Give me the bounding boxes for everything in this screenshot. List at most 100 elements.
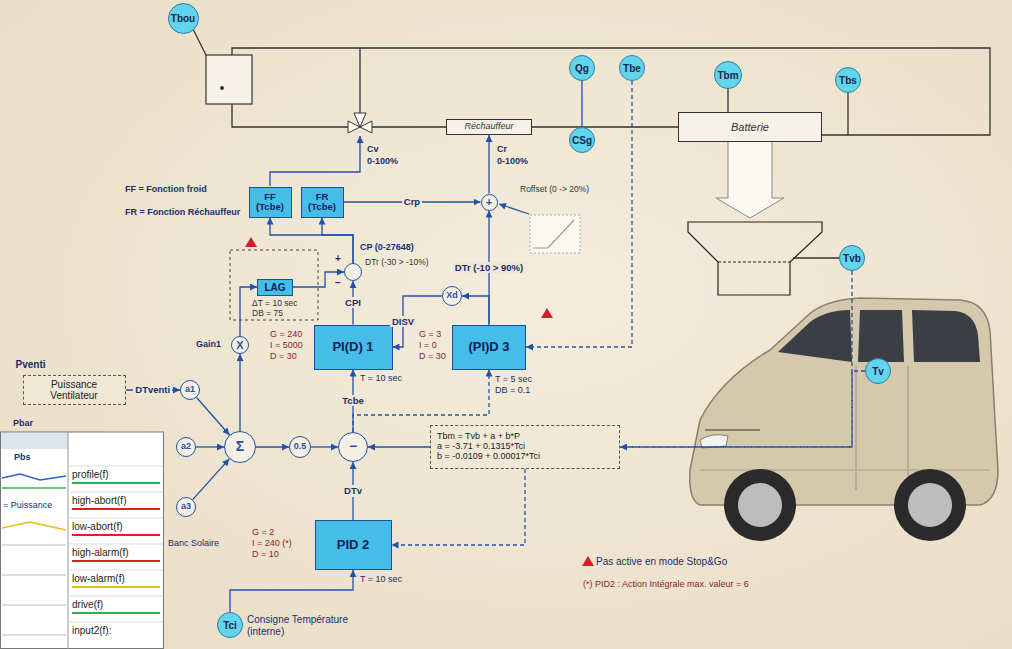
legend-line-sample: [72, 482, 160, 484]
legend-text: low-abort(f): [72, 521, 123, 533]
signal-connector: [526, 81, 632, 347]
multiplier-circle: Xd: [442, 286, 462, 306]
airflow-arrow: [716, 142, 784, 218]
node-text: FF (Tcbe): [253, 192, 287, 213]
sensor-circle: Tbe: [619, 55, 645, 81]
monitoring-panel: [1, 433, 68, 449]
signal-connector: [368, 446, 430, 447]
car-illustration: [700, 435, 728, 448]
signal-label: DISV: [390, 316, 416, 327]
function-box: FF (Tcbe): [249, 187, 292, 218]
heater-box: Réchauffeur: [446, 119, 532, 135]
annotation: (*) PID2 : Action Intégrale max. valeur …: [583, 579, 749, 589]
node-text: Tv: [872, 366, 884, 377]
node-text: a1: [185, 385, 195, 395]
sensor-circle: Tv: [865, 358, 891, 384]
node-text: a = -3.71 + 0.1315*Tci: [437, 442, 525, 452]
controller-box: PID 2: [315, 520, 392, 570]
annotation: Roffset (0 -> 20%): [520, 185, 589, 195]
annotation: D = 10: [252, 549, 279, 559]
node-text: Réchauffeur: [464, 122, 513, 132]
legend-item: Pas active en mode Stop&Go: [596, 556, 727, 568]
signal-connector: [270, 218, 353, 264]
annotation: DTr (-30 > -10%): [365, 258, 429, 268]
lag-bypass-frame: [230, 250, 318, 320]
annotation: D = 30: [270, 351, 297, 361]
offset-graph: [530, 215, 580, 253]
node-text: −: [349, 439, 357, 454]
valve-command-line: [270, 136, 360, 186]
node-text: Tbou: [171, 13, 195, 24]
signal-connector: [239, 354, 240, 431]
signal-connector: [193, 459, 230, 500]
car-illustration: [894, 469, 966, 541]
node-text: Tbm: [717, 70, 738, 81]
air-duct: [688, 222, 822, 295]
annotation: Gain1: [196, 339, 221, 349]
signal-label: Tcbe: [340, 395, 365, 406]
signal-connector: [256, 446, 289, 447]
annotation: Banc Solaire: [168, 538, 219, 548]
legend-text: low-alarm(f): [72, 573, 125, 585]
node-text: (PI)D 3: [468, 340, 509, 354]
sum-junction: +: [481, 194, 498, 211]
node-text: Tci: [223, 620, 237, 631]
car-illustration: [690, 298, 998, 505]
monitoring-panel: [2, 545, 66, 635]
annotation: T = 10 sec: [360, 373, 402, 383]
node-text: FR (Tcbe): [305, 192, 339, 213]
monitoring-panel: [68, 466, 163, 622]
setpoint-circle: Tci: [217, 612, 243, 638]
node-text: CSg: [572, 135, 592, 146]
annotation: T = 10 sec: [360, 574, 402, 584]
signal-label: DTventi: [133, 384, 172, 395]
function-box: FR (Tcbe): [301, 187, 344, 218]
node-text: a2: [181, 442, 191, 452]
car-illustration: [856, 366, 908, 490]
legend-line-sample: [72, 534, 160, 536]
offset-graph: [499, 204, 580, 253]
signal-connector: [620, 271, 852, 447]
signal-label: CPI: [343, 297, 363, 308]
car-illustration: [705, 429, 760, 431]
stop-go-marker: [541, 308, 553, 318]
annotation: T = 5 sec: [495, 374, 532, 384]
annotation: Pbar: [13, 418, 33, 428]
signal-connector: [197, 398, 230, 435]
car-illustration: [690, 298, 998, 541]
node-text: b = -0.0109 + 0.00017*Tci: [437, 452, 540, 462]
annotation: ΔT = 10 sec: [252, 299, 297, 309]
multiplier-circle: X: [231, 336, 249, 354]
signal-label: DTr (-10 > 90%): [453, 262, 525, 273]
legend-text: profile(f): [72, 469, 109, 481]
annotation: 0-100%: [367, 156, 398, 166]
car-illustration: [778, 310, 852, 362]
node-text: 0.5: [294, 442, 307, 452]
node-text: −: [335, 277, 341, 288]
monitoring-panel: [2, 474, 66, 480]
legend-line-sample: [72, 560, 160, 562]
car-illustration: [908, 483, 952, 527]
legend-item: profile(f): [72, 469, 109, 481]
car-illustration: [724, 469, 796, 541]
node-text: Batterie: [731, 121, 769, 133]
node-text: Tbe: [623, 63, 641, 74]
legend-item: high-abort(f): [72, 495, 126, 507]
annotation: DB = 75: [252, 309, 283, 319]
controller-box: (PI)D 3: [452, 325, 526, 370]
signal-connector: [230, 570, 353, 612]
signal-connector: [488, 135, 489, 194]
annotation: G = 3: [419, 329, 441, 339]
stop-go-marker: [245, 237, 257, 247]
valve-command-line: [270, 136, 360, 186]
bypass-tank: [206, 55, 252, 104]
annotation: D = 30: [419, 351, 446, 361]
annotation: Pbs: [14, 452, 31, 462]
offset-graph: [499, 204, 529, 214]
sensor-circle: Tbs: [835, 67, 861, 93]
lag-bypass-frame: [230, 250, 318, 320]
node-text: a3: [181, 502, 191, 512]
gain-circle: a3: [176, 497, 196, 517]
sensor-circle: Qg: [569, 55, 595, 81]
